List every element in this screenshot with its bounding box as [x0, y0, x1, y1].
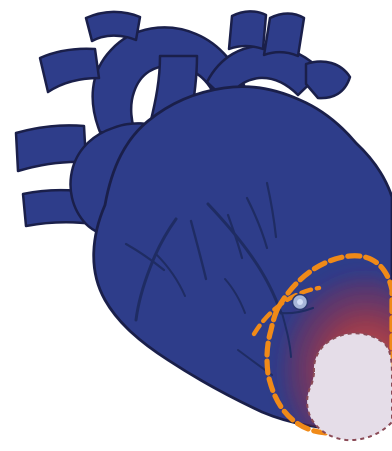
brachiocephalic-trunk	[86, 12, 140, 41]
right-upper-branch-b	[264, 14, 304, 57]
occlusion-point-highlight	[297, 299, 303, 305]
right-upper-branch-a	[229, 11, 266, 49]
